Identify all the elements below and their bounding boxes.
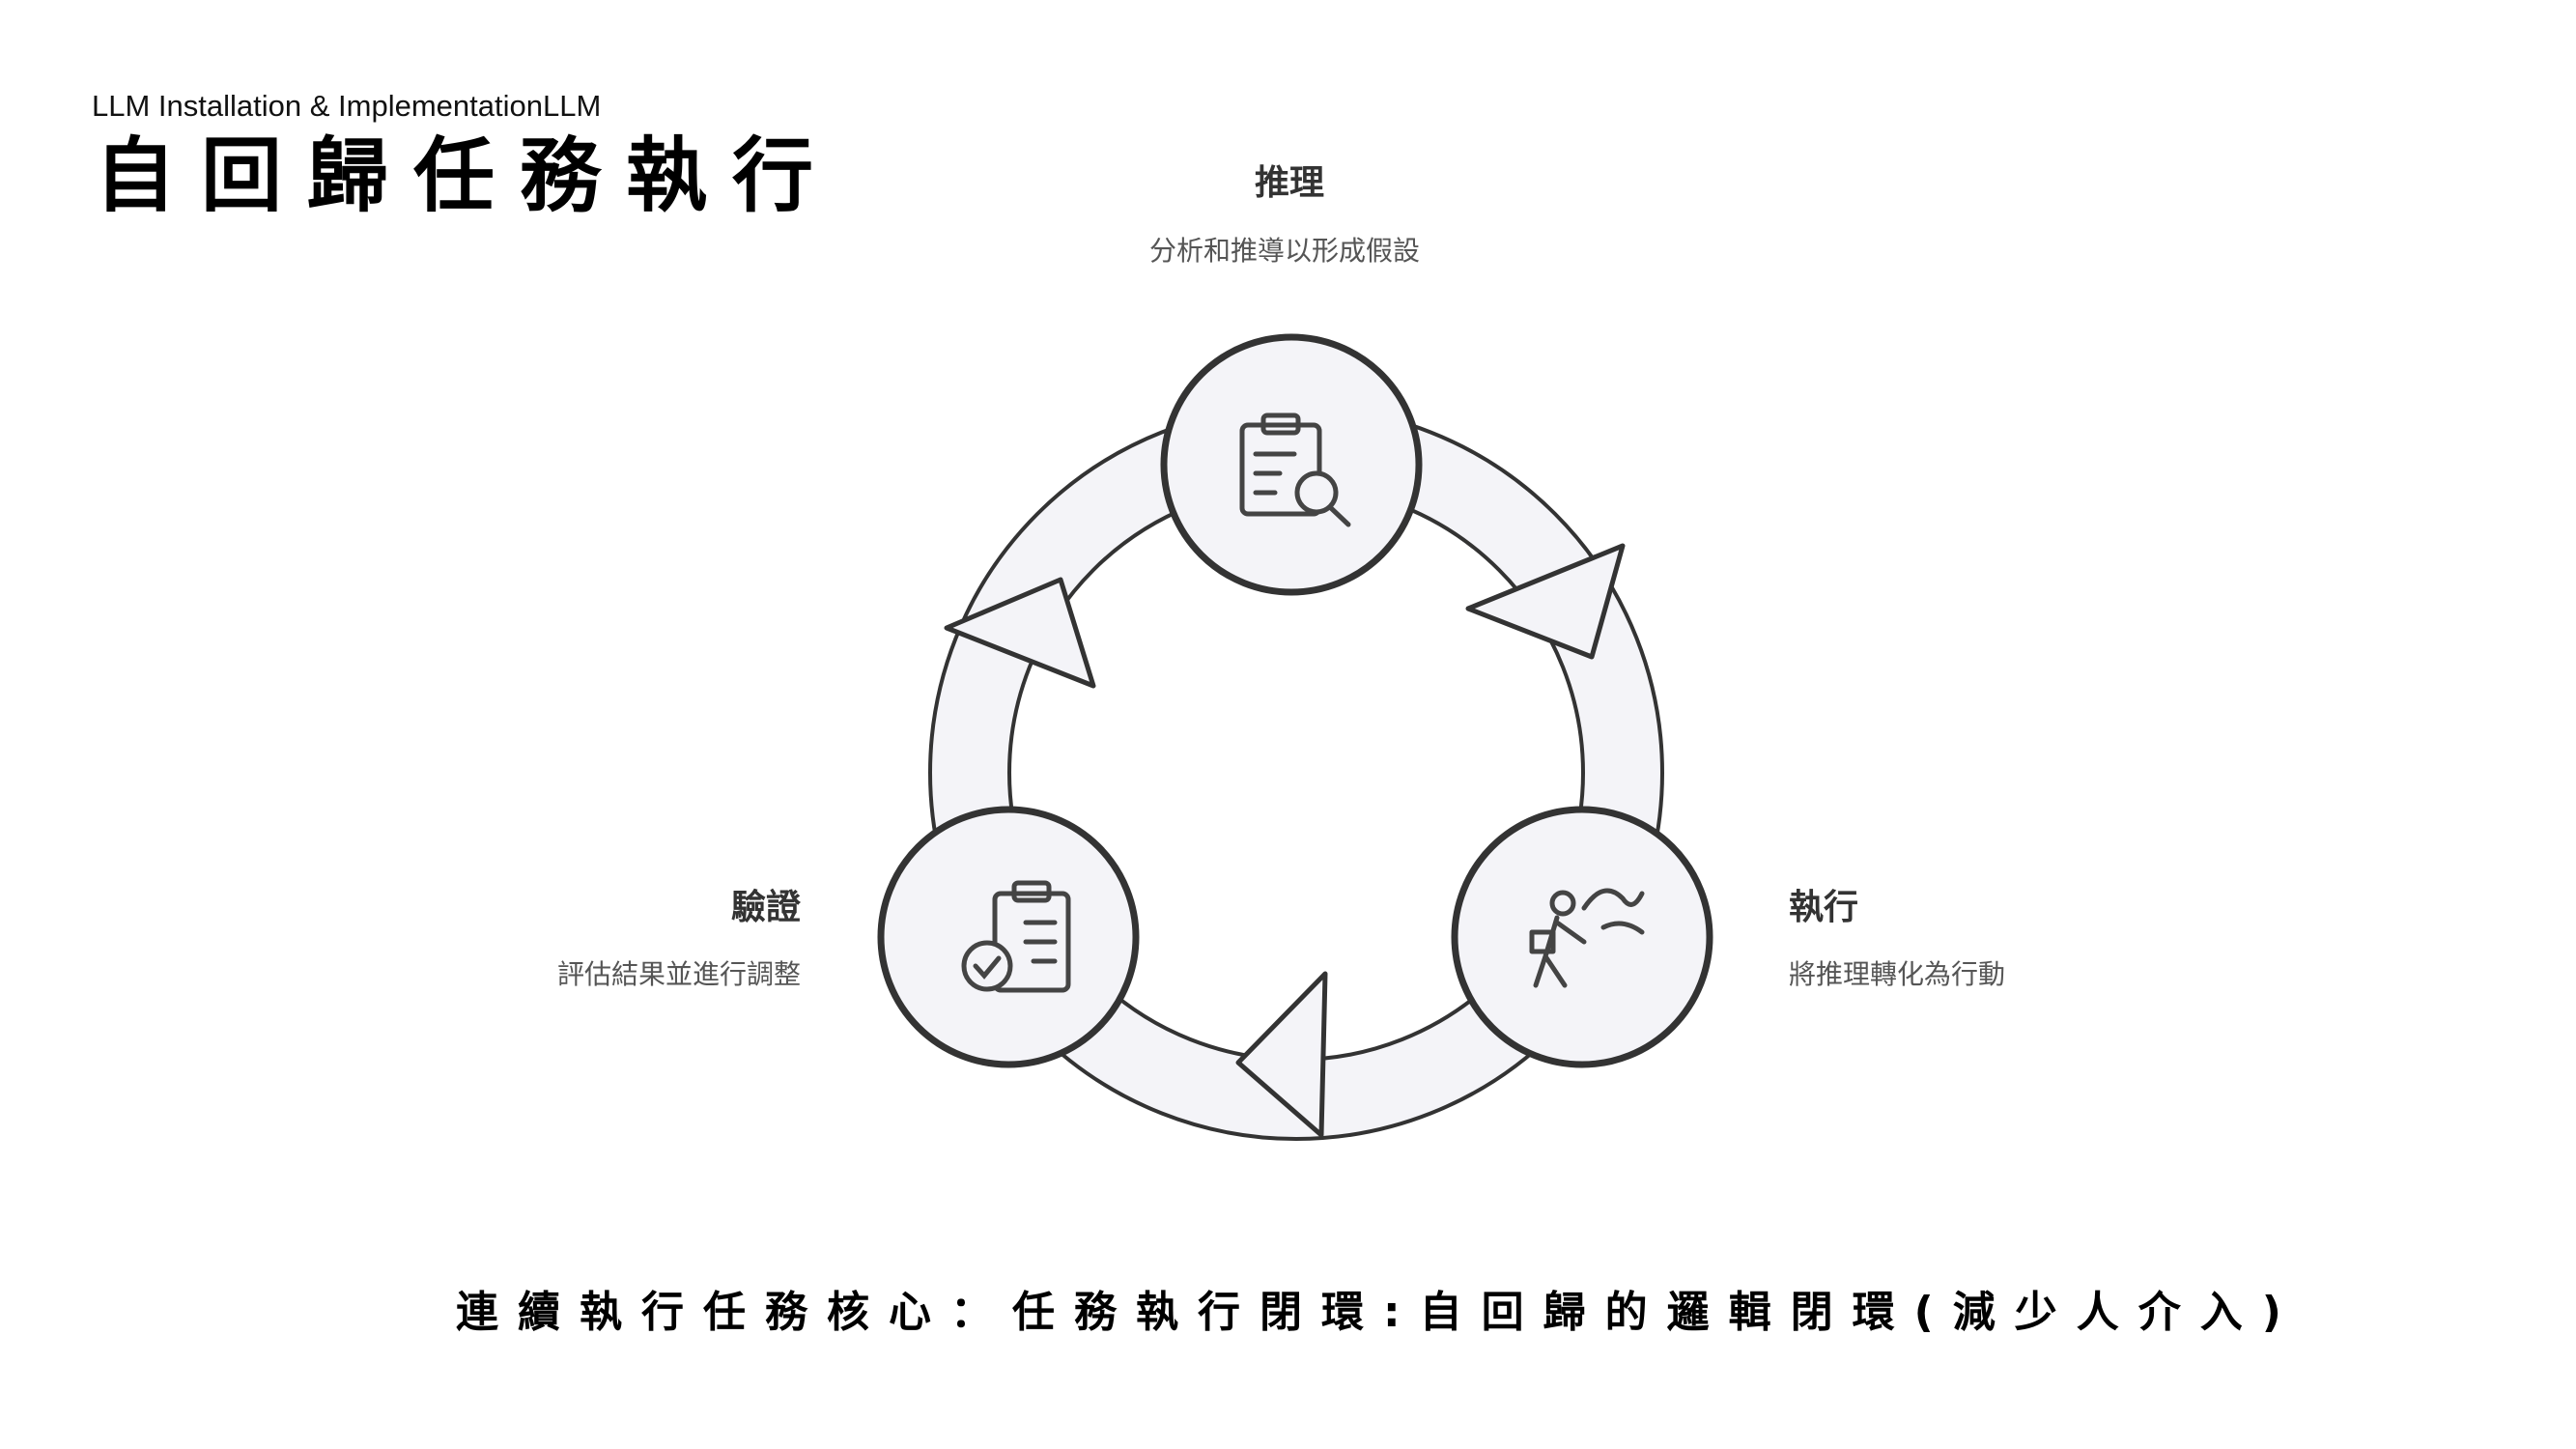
arrow-head-reason-to-execute — [1465, 543, 1626, 660]
clipboard-search-icon — [1239, 412, 1351, 527]
step-desc-reason: 分析和推導以形成假設 — [1149, 235, 1421, 267]
arrow-head-execute-to-verify — [1235, 971, 1328, 1138]
clipboard-check-icon — [961, 880, 1071, 993]
step-desc-verify: 評估結果並進行調整 — [556, 958, 801, 990]
step-node-verify — [877, 806, 1140, 1068]
step-label-verify: 驗證 — [730, 888, 801, 927]
person-action-icon — [1529, 888, 1645, 988]
step-desc-execute: 將推理轉化為行動 — [1789, 958, 2006, 990]
deck-subtitle: LLM Installation & ImplementationLLM — [92, 89, 602, 123]
step-node-execute — [1451, 806, 1713, 1068]
step-label-execute: 執行 — [1789, 888, 1859, 927]
arrow-head-verify-to-reason — [944, 577, 1096, 689]
footer-summary: 連續執行任務核心：任務執行閉環:自回歸的邏輯閉環(減少人介入) — [456, 1288, 2301, 1337]
step-node-reason — [1160, 333, 1423, 596]
step-label-reason: 推理 — [1255, 163, 1325, 203]
page-title: 自回歸任務執行 — [95, 128, 839, 223]
